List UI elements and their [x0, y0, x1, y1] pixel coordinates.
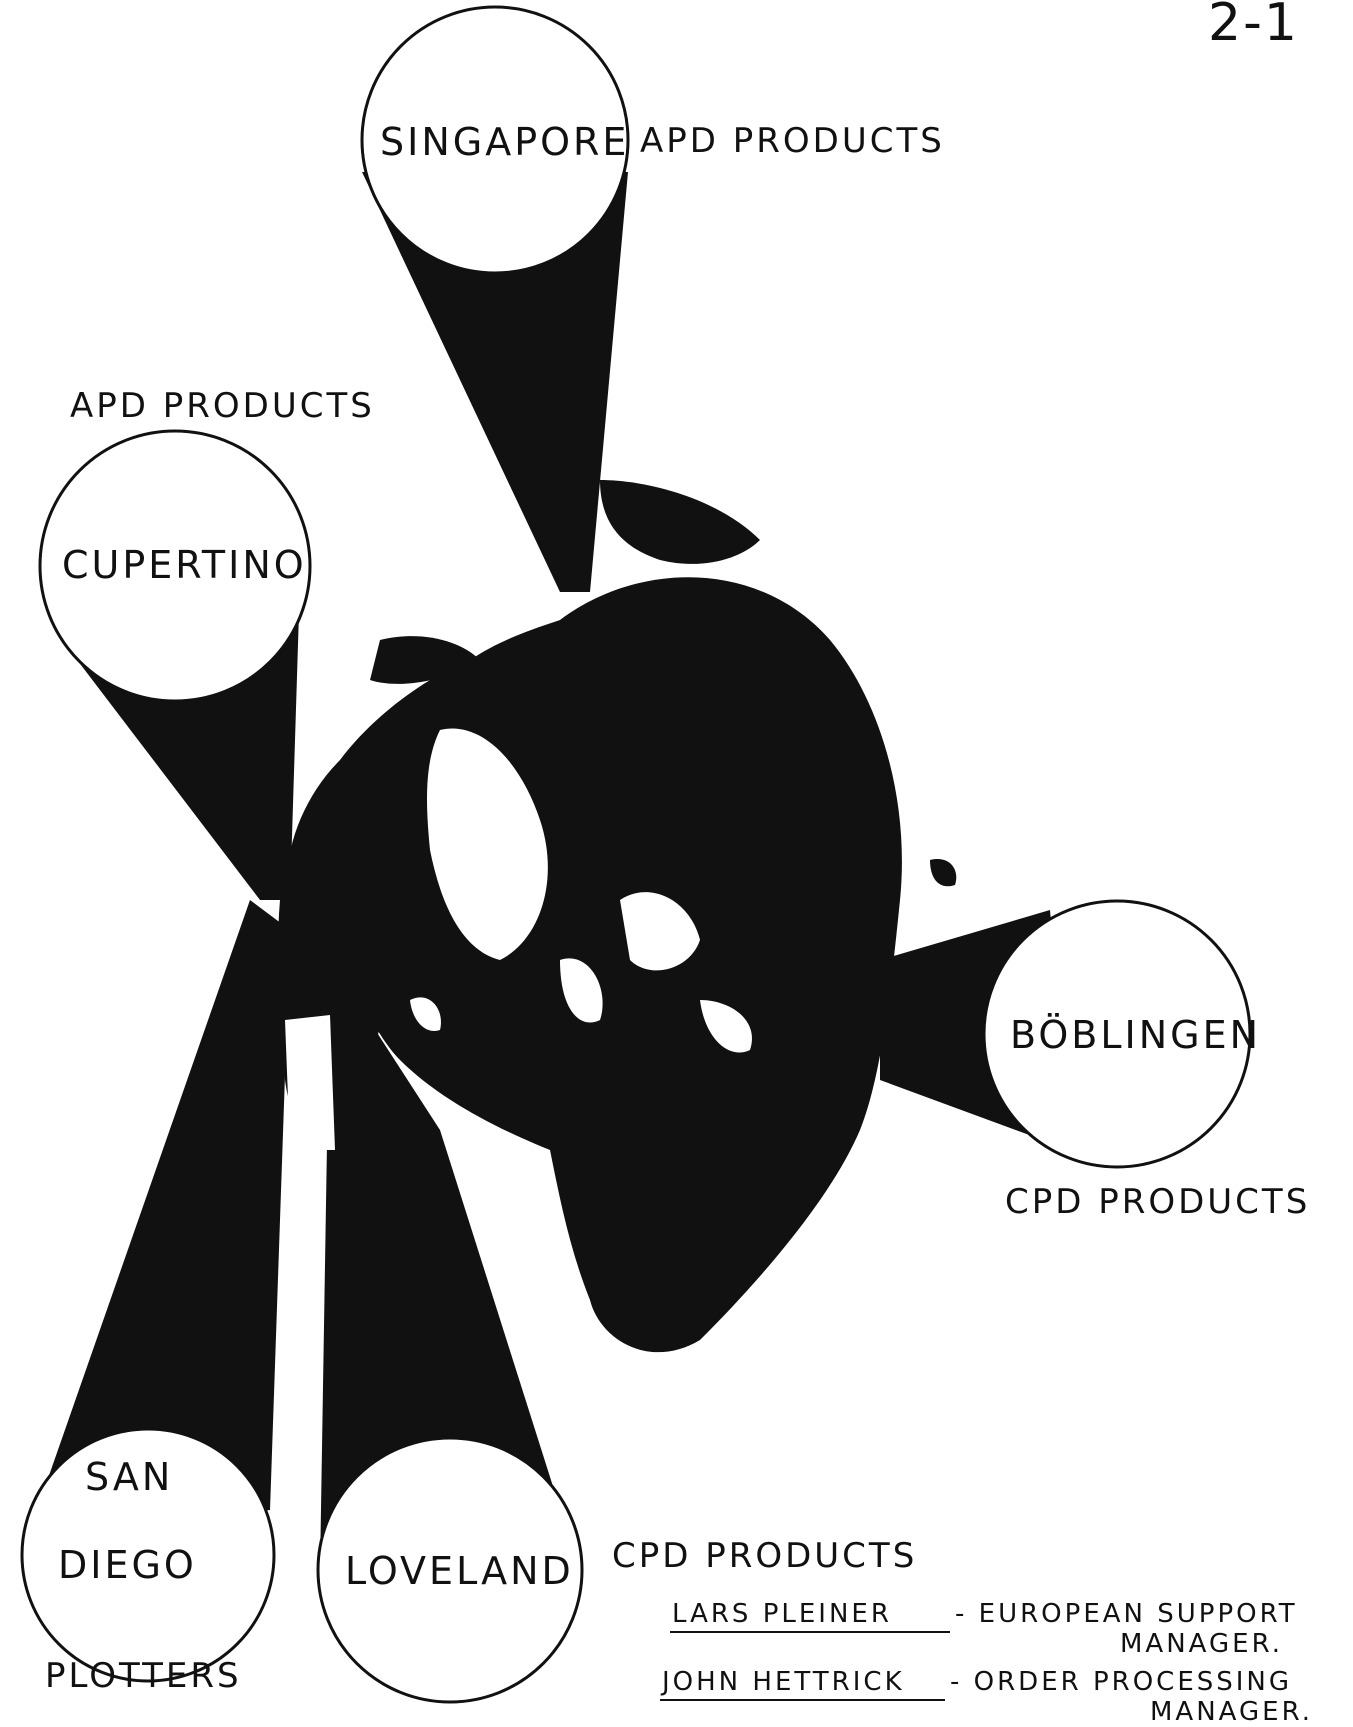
label-boblingen: BÖBLINGEN: [1010, 1013, 1261, 1057]
circle-san-diego: [20, 1427, 276, 1683]
contact-name-lars: LARS PLEINER: [672, 1599, 892, 1629]
beam-singapore: [362, 172, 628, 592]
circle-loveland: [316, 1436, 584, 1704]
contact-role-lars-1: - EUROPEAN SUPPORT: [955, 1599, 1298, 1629]
globe-water-gaps: [410, 728, 752, 1053]
caption-san-diego: PLOTTERS: [45, 1656, 242, 1696]
site-circles: [20, 5, 1252, 1704]
contact-role-lars-2: MANAGER.: [1120, 1629, 1283, 1659]
label-san-diego-line2: DIEGO: [58, 1543, 197, 1587]
beam-san-diego: [30, 900, 290, 1530]
caption-singapore: APD PRODUCTS: [640, 121, 945, 161]
circle-boblingen: [982, 899, 1252, 1169]
label-san-diego-line1: SAN: [85, 1455, 173, 1499]
contact-role-john-2: MANAGER.: [1150, 1697, 1313, 1727]
circle-singapore: [360, 5, 630, 275]
contact-name-john: JOHN HETTRICK: [660, 1667, 905, 1697]
label-loveland: LOVELAND: [345, 1549, 574, 1593]
caption-cupertino: APD PRODUCTS: [70, 386, 375, 426]
circle-cupertino: [38, 429, 312, 703]
caption-boblingen: CPD PRODUCTS: [1005, 1182, 1310, 1222]
contact-role-john-1: - ORDER PROCESSING: [950, 1667, 1292, 1697]
caption-loveland: CPD PRODUCTS: [612, 1536, 917, 1576]
beam-loveland: [320, 960, 570, 1570]
page-number: 2-1: [1208, 0, 1299, 53]
label-cupertino: CUPERTINO: [62, 543, 307, 587]
label-singapore: SINGAPORE: [380, 120, 629, 164]
contacts: LARS PLEINER - EUROPEAN SUPPORT MANAGER.…: [660, 1599, 1313, 1727]
